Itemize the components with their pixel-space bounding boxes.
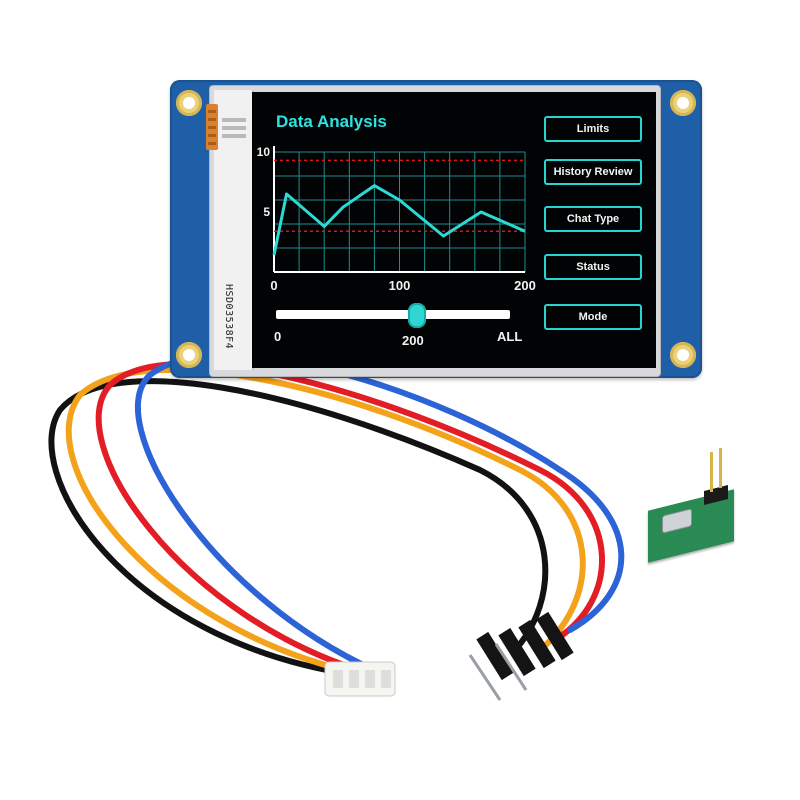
mount-hole-top-right xyxy=(670,90,696,116)
history-review-button[interactable]: History Review xyxy=(544,159,642,185)
slider-value-label: 200 xyxy=(402,333,424,348)
slider-min-label: 0 xyxy=(274,329,282,344)
screen-title: Data Analysis xyxy=(276,112,387,131)
mount-hole-bottom-right xyxy=(670,342,696,368)
limits-button[interactable]: Limits xyxy=(544,116,642,142)
mode-button[interactable]: Mode xyxy=(544,304,642,330)
dupont-connectors xyxy=(476,611,574,681)
jst-connector xyxy=(324,661,396,697)
range-slider-track[interactable] xyxy=(276,310,510,319)
header-pin xyxy=(719,448,722,488)
chat-type-button[interactable]: Chat Type xyxy=(544,206,642,232)
series-line xyxy=(272,184,526,256)
range-slider-thumb[interactable] xyxy=(408,303,426,328)
x-tick-label: 100 xyxy=(389,278,411,293)
flex-trace xyxy=(222,134,246,138)
silkscreen-part-number: HSD03538F4 xyxy=(223,284,234,350)
mount-hole-top-left xyxy=(176,90,202,116)
y-tick-label: 10 xyxy=(257,145,271,159)
mount-hole-bottom-left xyxy=(176,342,202,368)
x-tick-label: 0 xyxy=(270,278,277,293)
flex-trace xyxy=(222,118,246,122)
x-tick-label: 200 xyxy=(514,278,536,293)
slider-max-label: ALL xyxy=(497,329,523,344)
flex-trace xyxy=(222,126,246,130)
flex-connector xyxy=(206,104,218,150)
y-tick-label: 5 xyxy=(263,205,270,219)
status-button[interactable]: Status xyxy=(544,254,642,280)
header-pin xyxy=(710,452,713,492)
